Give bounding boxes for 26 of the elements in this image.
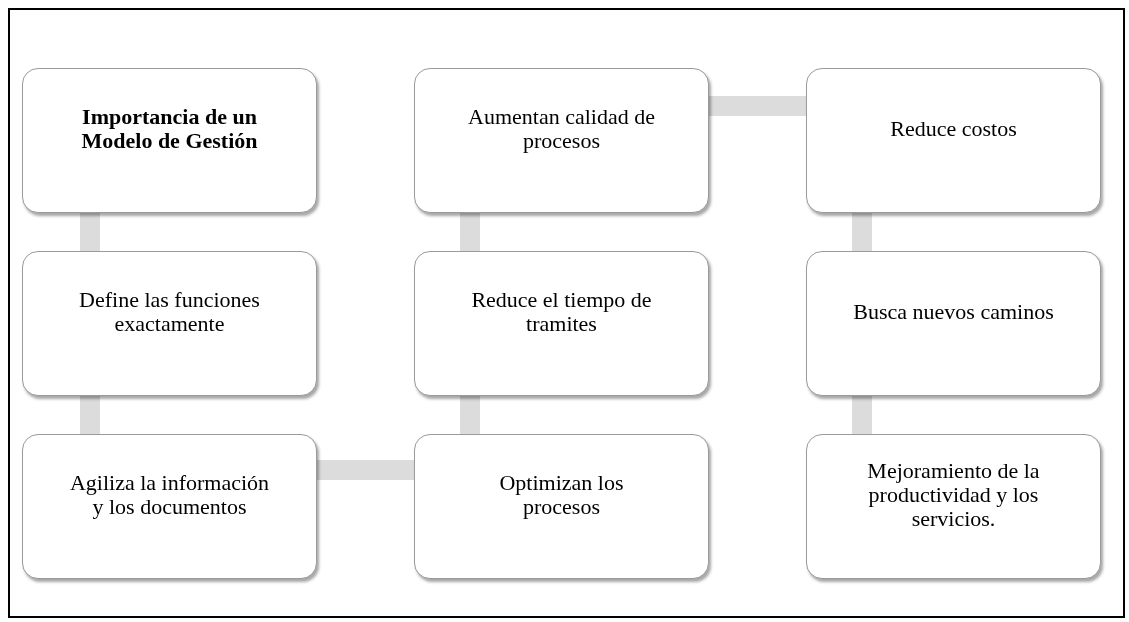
process-box [22,434,317,579]
process-box [414,434,709,579]
box-text: Optimizan los procesos [498,470,625,519]
process-box [414,251,709,396]
connector-bar [80,396,100,434]
box-text: Define las funciones exactamente [78,287,261,336]
process-box [22,68,317,213]
process-box [806,68,1101,213]
connector-bar [80,213,100,251]
box-text: Agiliza la información y los documentos [68,470,271,519]
process-box [22,251,317,396]
connector-bar [709,96,806,116]
box-text: Aumentan calidad de procesos [467,104,656,153]
box-text: Reduce costos [890,116,1017,141]
connector-bar [460,213,480,251]
connector-bar [317,460,414,480]
box-text: Busca nuevos caminos [853,299,1054,324]
box-text: Reduce el tiempo de tramites [470,287,653,336]
box-text: Mejoramiento de la productividad y los servicios. [866,458,1041,531]
connector-bar [852,396,872,434]
connector-bar [852,213,872,251]
process-box [806,251,1101,396]
process-box [806,434,1101,579]
process-box [414,68,709,213]
box-text: Importancia de un Modelo de Gestión [80,104,259,153]
connector-bar [460,396,480,434]
